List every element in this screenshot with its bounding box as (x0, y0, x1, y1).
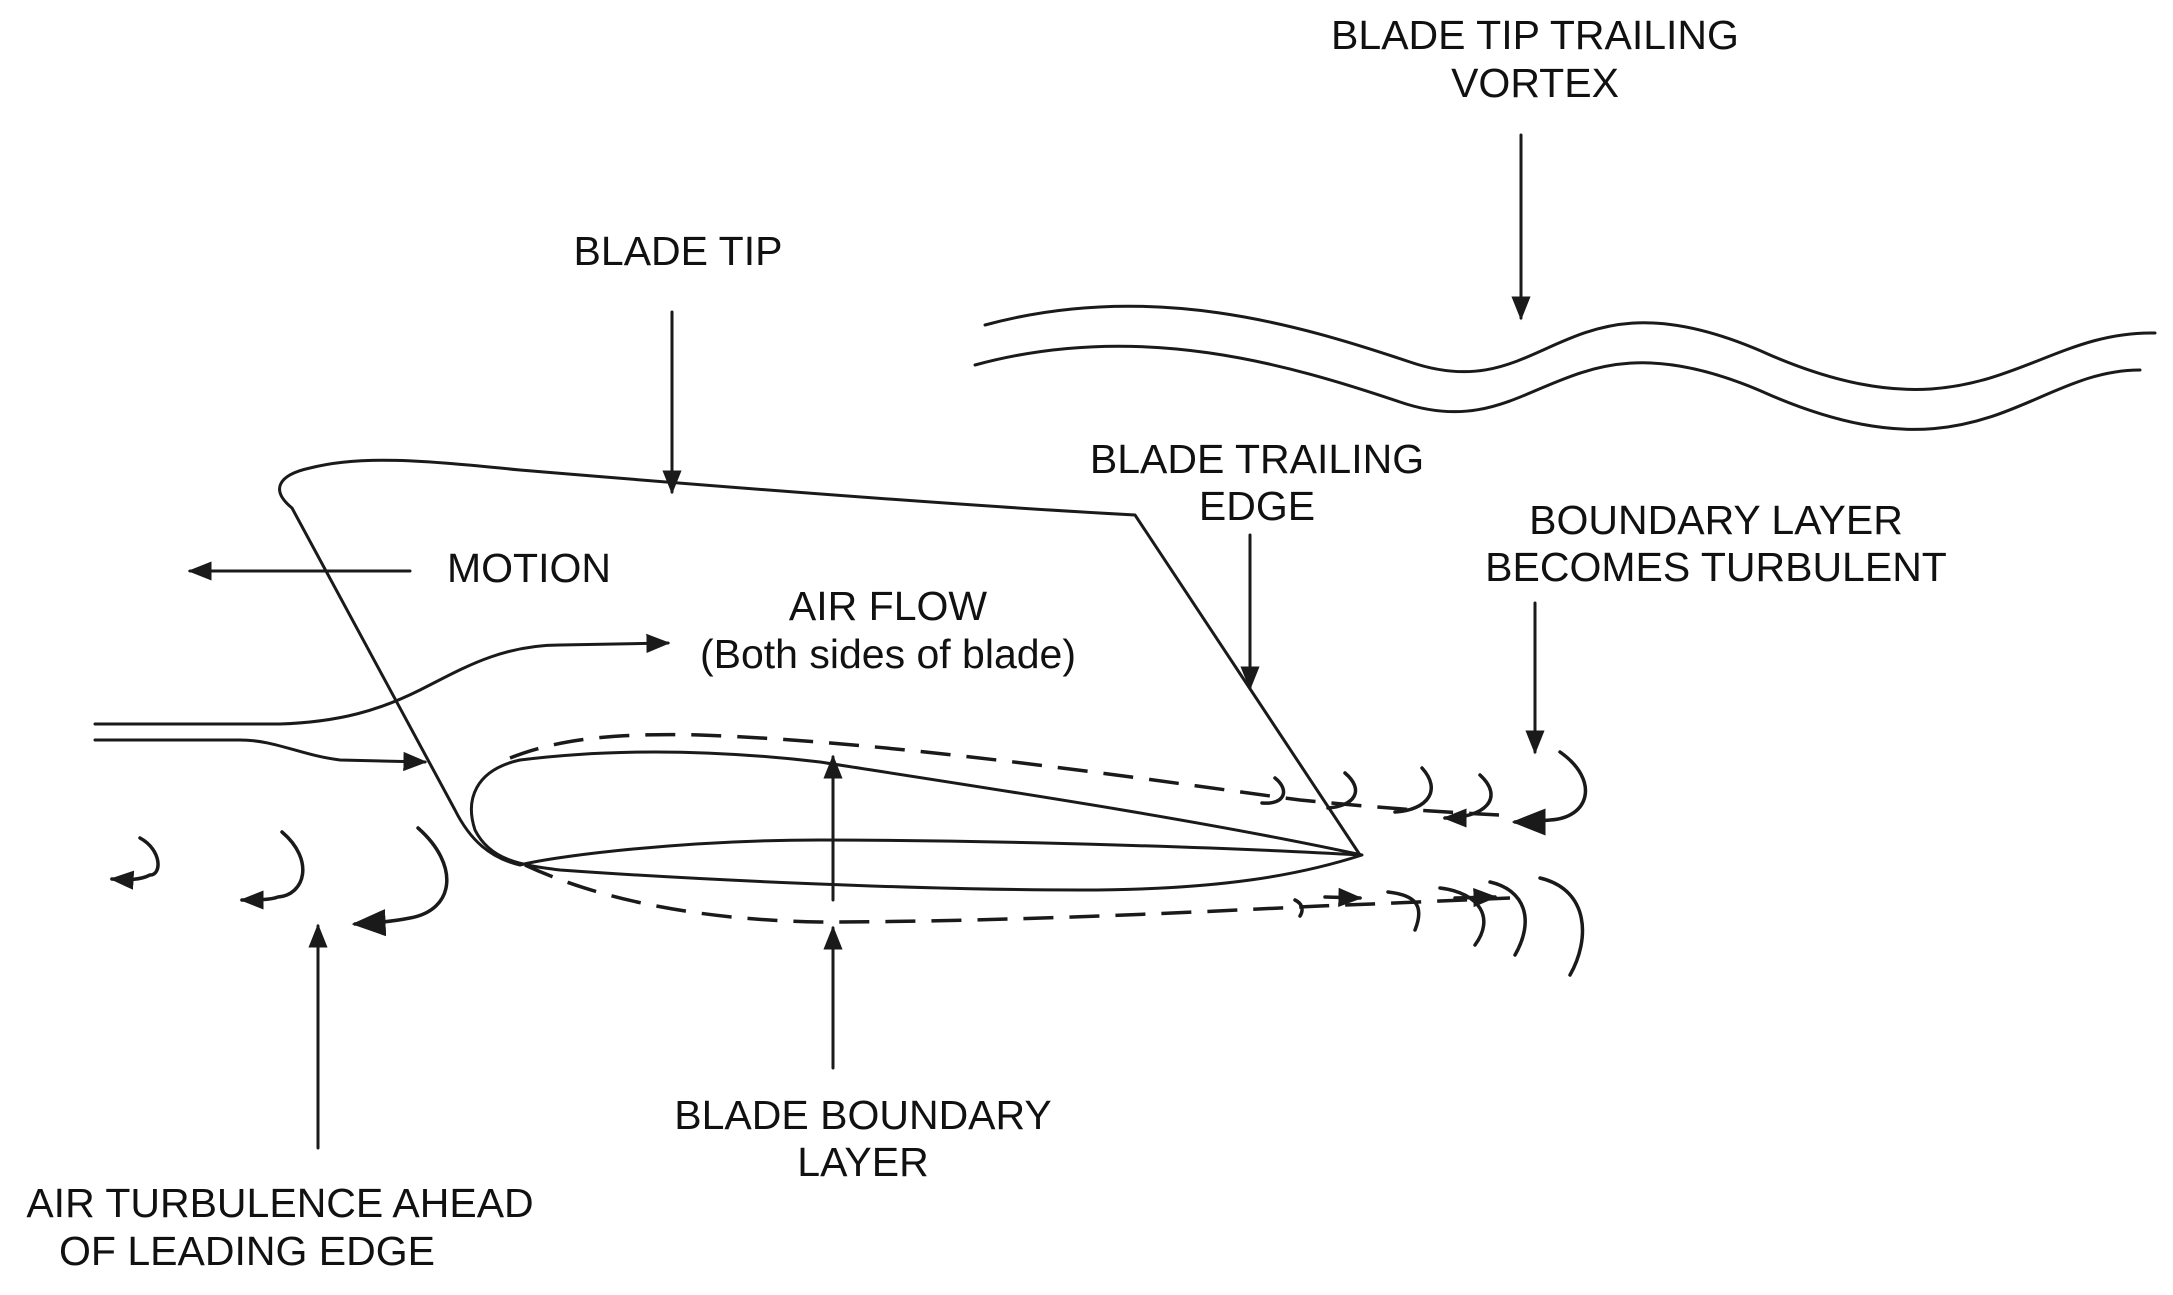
boundary-layer-lower-dashed (524, 863, 1511, 924)
label-vortex-line1: BLADE TIP TRAILING (1331, 12, 1739, 58)
airfoil-section (470, 750, 1364, 892)
wake-curl-upper-2 (1326, 771, 1358, 810)
wake-curl-upper-5 (1511, 750, 1588, 836)
label-blade-tip: BLADE TIP (574, 228, 783, 274)
label-air-flow-line2: (Both sides of blade) (700, 631, 1076, 677)
leading-turbulence-curl-large (351, 826, 449, 937)
leading-turbulence-curl-small (109, 836, 160, 890)
wake-curl-lower-1 (1293, 898, 1304, 918)
label-trailing-edge-line2: EDGE (1199, 483, 1315, 529)
label-air-flow-line1: AIR FLOW (789, 583, 987, 629)
label-boundary-line1: BLADE BOUNDARY (674, 1092, 1051, 1138)
wake-curl-lower-2 (1323, 887, 1363, 907)
label-turbulent-line1: BOUNDARY LAYER (1529, 497, 1903, 543)
wake-curl-upper-1 (1260, 776, 1286, 805)
wake-curl-lower-6 (1538, 876, 1585, 977)
label-boundary-line2: LAYER (797, 1139, 928, 1185)
label-trailing-edge-line1: BLADE TRAILING (1090, 436, 1424, 482)
vortex-wave-upper (983, 304, 2157, 391)
wake-curl-lower-5 (1488, 880, 1527, 957)
wake-curl-lower-3 (1386, 890, 1421, 932)
leading-turbulence-curl-medium (239, 830, 305, 910)
vortex-wave-lower (973, 344, 2142, 431)
wake-curl-upper-4 (1442, 773, 1493, 828)
wake-curl-lower-4 (1438, 886, 1486, 947)
boundary-layer-upper-dashed (509, 732, 1501, 817)
label-turbulent-line2: BECOMES TURBULENT (1485, 544, 1947, 590)
wake-curl-upper-3 (1393, 766, 1433, 814)
streamline-lower (93, 738, 428, 772)
label-leading-line2: OF LEADING EDGE (59, 1228, 435, 1274)
streamline-upper (93, 633, 671, 726)
label-leading-line1: AIR TURBULENCE AHEAD (26, 1180, 533, 1226)
label-motion: MOTION (447, 545, 611, 591)
wake-lower-arrow (1453, 887, 1498, 908)
label-vortex-line2: VORTEX (1451, 60, 1619, 106)
blade-planform (278, 458, 1362, 867)
